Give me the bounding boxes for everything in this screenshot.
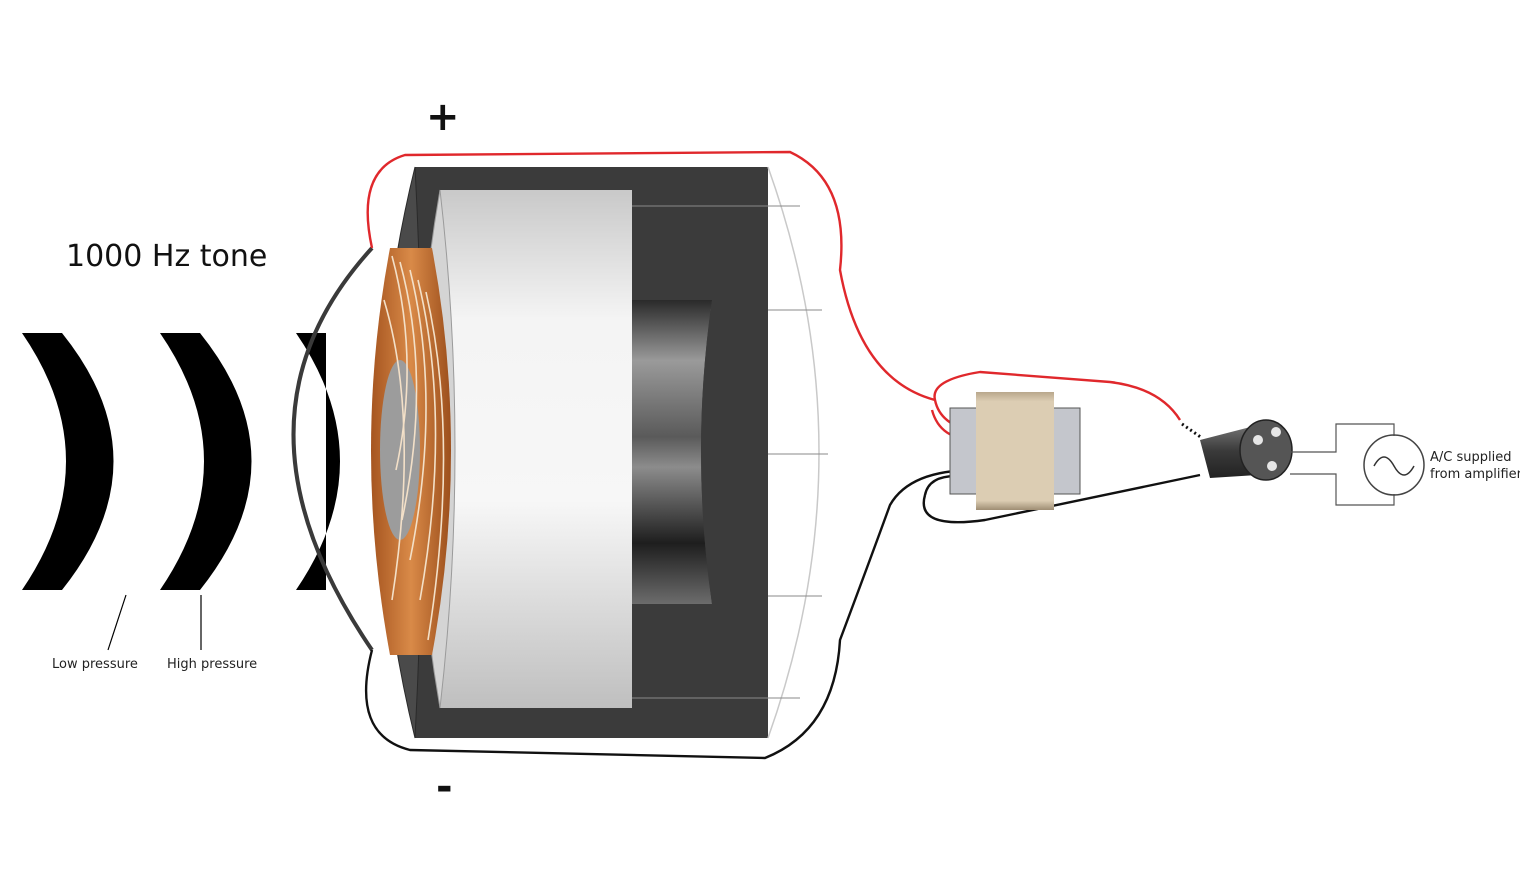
pole-piece [417,190,632,708]
wave-band-2 [160,333,252,590]
sound-waves [22,333,340,590]
transformer-winding [976,392,1054,510]
inner-cavity-edge [701,300,768,604]
low-pressure-pointer [107,594,127,651]
connector-cable-dots [1181,422,1203,440]
ac-source [1290,423,1425,506]
connector-pin-2 [1271,427,1281,437]
sine-wave-icon [1363,434,1425,496]
transformer [949,392,1081,510]
ac-circuit-bottom [1290,473,1395,506]
ac-label-line-2: from amplifier [1430,467,1520,482]
connector-pin-1 [1253,435,1263,445]
rear-shell [767,166,820,739]
magnet-assembly [379,166,828,739]
positive-terminal-sign: + [426,94,460,140]
connector-face [1239,419,1293,481]
wave-band-3 [296,333,340,590]
ac-circuit-top [1290,423,1395,453]
diagram-title: 1000 Hz tone [66,239,267,274]
wave-band-1 [22,333,114,590]
positive-wire [366,150,1182,434]
negative-terminal-sign: - [436,764,453,810]
voice-coil [371,248,451,655]
sine-wave-glyph [1373,456,1415,476]
ac-label-line-1: A/C supplied [1430,450,1511,465]
low-pressure-label: Low pressure [52,657,138,672]
high-pressure-label: High pressure [167,657,257,672]
inner-cavity [632,300,712,604]
xlr-connector-icon [1181,419,1293,481]
coil-windings [383,255,445,641]
connector-pin-3 [1267,461,1277,471]
speaker-cone [291,246,374,652]
